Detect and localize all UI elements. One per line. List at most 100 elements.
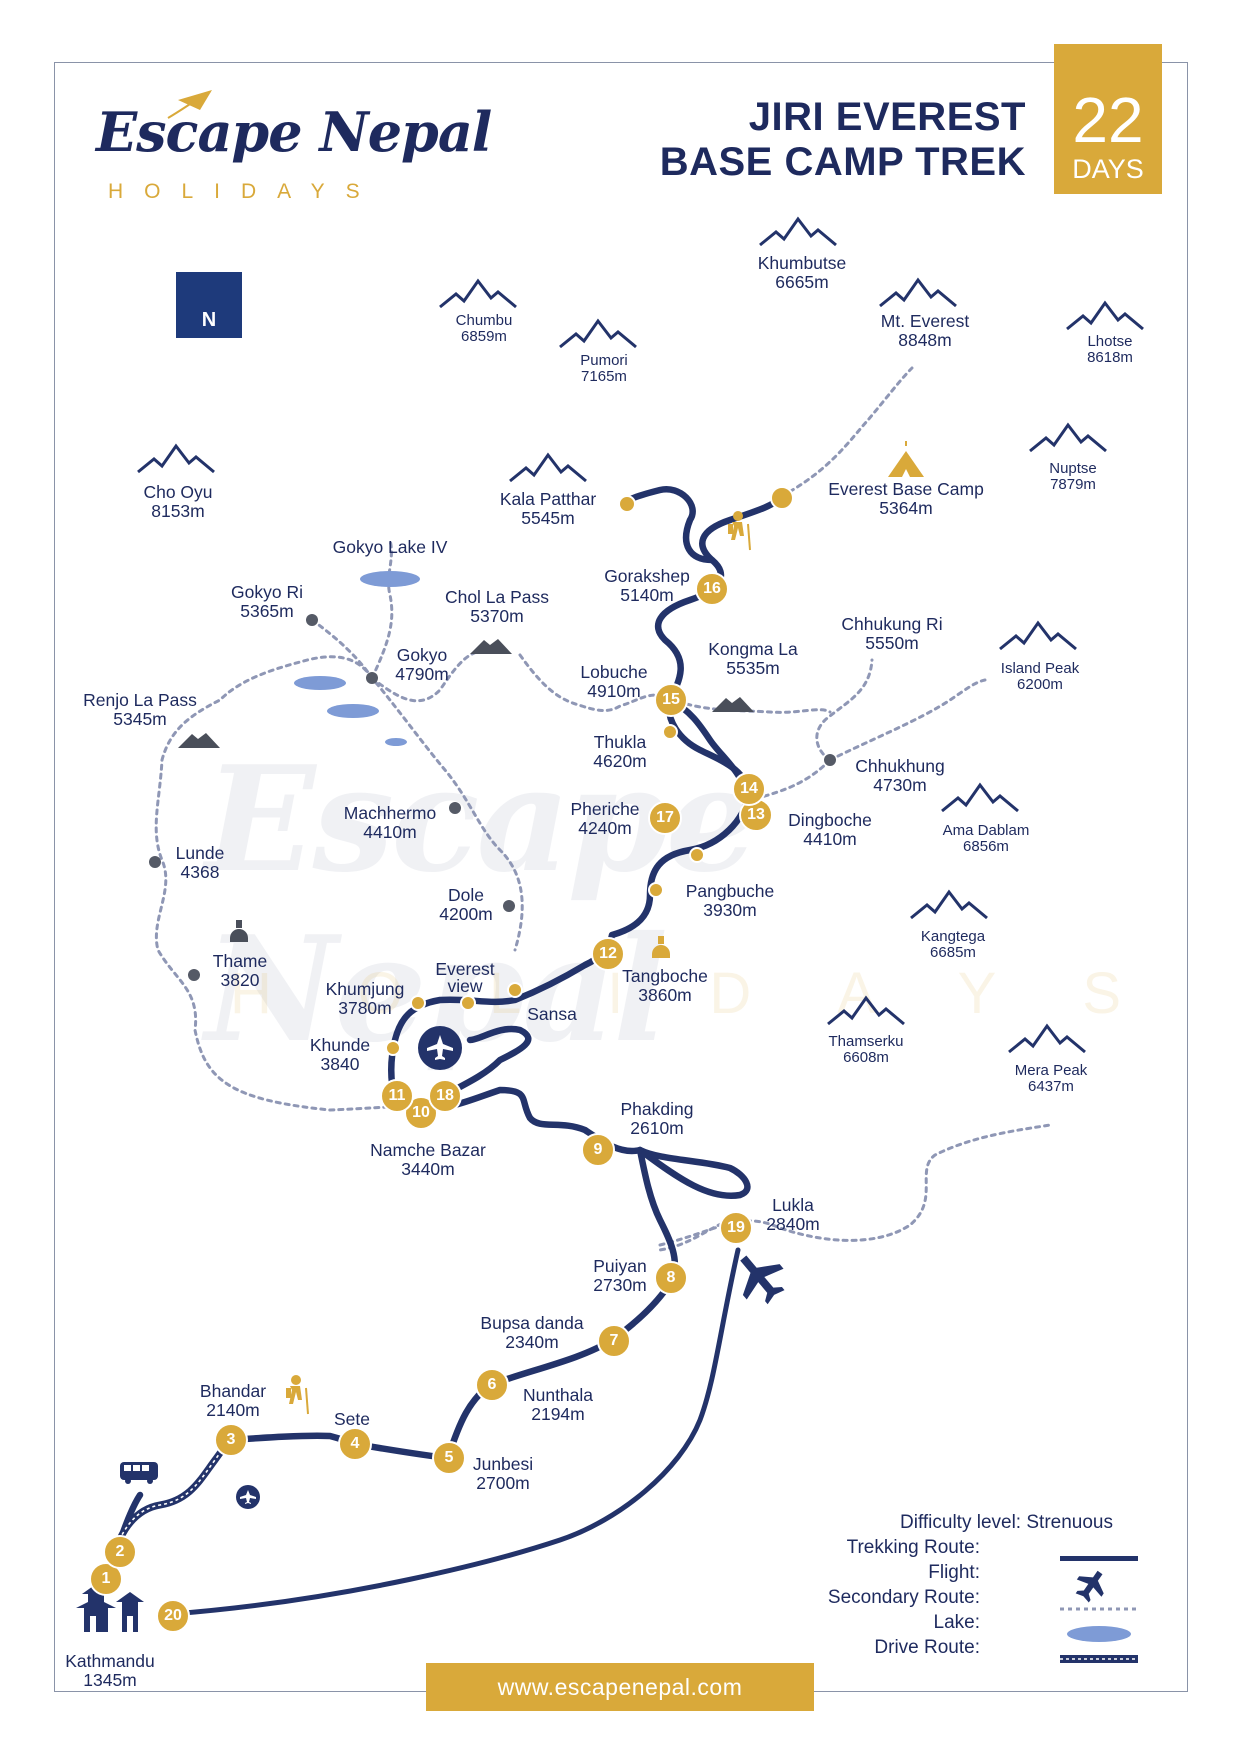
legend-secondary: Secondary Route: bbox=[827, 1587, 980, 1608]
route-kala-patthar bbox=[618, 485, 716, 564]
legend-swatch-flight bbox=[1075, 1570, 1104, 1603]
legend-swatch-trekking bbox=[1060, 1556, 1138, 1561]
stop-kala-patthar bbox=[618, 495, 636, 513]
waypoint-gokyo-ri bbox=[306, 614, 318, 626]
day-marker: 4 bbox=[338, 1427, 372, 1461]
stop-ebc bbox=[770, 486, 794, 510]
days-badge: 22 DAYS bbox=[1054, 44, 1162, 194]
secondary-route-lukla-link bbox=[658, 1218, 732, 1252]
stupa-icons bbox=[230, 920, 248, 942]
pass-icon-chol-la bbox=[470, 639, 512, 654]
minor-stops bbox=[385, 486, 794, 1056]
pass-icon-renjo bbox=[178, 733, 220, 748]
day-marker: 5 bbox=[432, 1441, 466, 1475]
day-marker: 20 bbox=[156, 1599, 190, 1633]
waypoints bbox=[149, 614, 836, 981]
day-marker: 17 bbox=[648, 801, 682, 835]
mountain-icon bbox=[439, 278, 517, 309]
stop-everest-view bbox=[460, 995, 476, 1011]
north-label: N bbox=[201, 309, 217, 331]
title-line2: BASE CAMP TREK bbox=[659, 139, 1026, 184]
mountain-icon bbox=[910, 889, 988, 920]
airport-icons bbox=[236, 1026, 462, 1509]
mountain-icon bbox=[1008, 1023, 1086, 1054]
legend-difficulty: Difficulty level: Strenuous bbox=[846, 1512, 1146, 1537]
lake-2 bbox=[327, 704, 379, 718]
stupa-icons-gold bbox=[652, 936, 670, 958]
waypoint-machhermo bbox=[449, 802, 461, 814]
day-marker: 6 bbox=[475, 1368, 509, 1402]
day-marker: 14 bbox=[732, 772, 766, 806]
mountain-icon bbox=[509, 452, 587, 483]
mountain-icon bbox=[1029, 422, 1107, 453]
day-marker: 11 bbox=[380, 1079, 414, 1113]
page-title: JIRI EVEREST BASE CAMP TREK bbox=[660, 95, 1026, 185]
secondary-route-everest bbox=[780, 366, 914, 498]
stop-sansa bbox=[507, 982, 523, 998]
website-link[interactable]: www.escapenepal.com bbox=[426, 1663, 814, 1711]
stop-khunde bbox=[385, 1040, 401, 1056]
day-marker: 2 bbox=[103, 1535, 137, 1569]
lakes bbox=[294, 571, 420, 746]
mountain-icon bbox=[559, 318, 637, 349]
peak-icons bbox=[137, 216, 1144, 1054]
legend-drive: Drive Route: bbox=[874, 1637, 980, 1658]
day-marker: 3 bbox=[214, 1423, 248, 1457]
legend-swatches bbox=[1060, 1556, 1138, 1663]
mountain-icon bbox=[879, 277, 957, 308]
secondary-route-renjo bbox=[154, 655, 422, 1112]
waypoint-dole bbox=[503, 900, 515, 912]
bus-icon bbox=[120, 1462, 158, 1484]
secondary-route-gokyo bbox=[310, 618, 524, 952]
secondary-route-kongma bbox=[668, 696, 832, 714]
difficulty-label: Difficulty level: bbox=[900, 1512, 1022, 1533]
brand-sub: HOLIDAYS bbox=[108, 180, 381, 203]
waypoint-gokyo bbox=[366, 672, 378, 684]
mountain-icon bbox=[759, 216, 837, 247]
place-label: Sete bbox=[334, 1409, 370, 1429]
waypoint-thame bbox=[188, 969, 200, 981]
day-marker: 8 bbox=[654, 1261, 688, 1295]
day-marker: 19 bbox=[719, 1211, 753, 1245]
mountain-icon bbox=[827, 995, 905, 1026]
hiker-icons bbox=[286, 511, 751, 1415]
stop-pangbuche bbox=[689, 847, 705, 863]
legend-trekking: Trekking Route: bbox=[846, 1537, 980, 1558]
flight-route bbox=[169, 1247, 741, 1617]
stupa-icon-tangboche bbox=[652, 936, 670, 958]
title-line1: JIRI EVEREST bbox=[748, 95, 1026, 139]
legend-flight: Flight: bbox=[928, 1562, 980, 1583]
pass-icons bbox=[178, 639, 754, 748]
